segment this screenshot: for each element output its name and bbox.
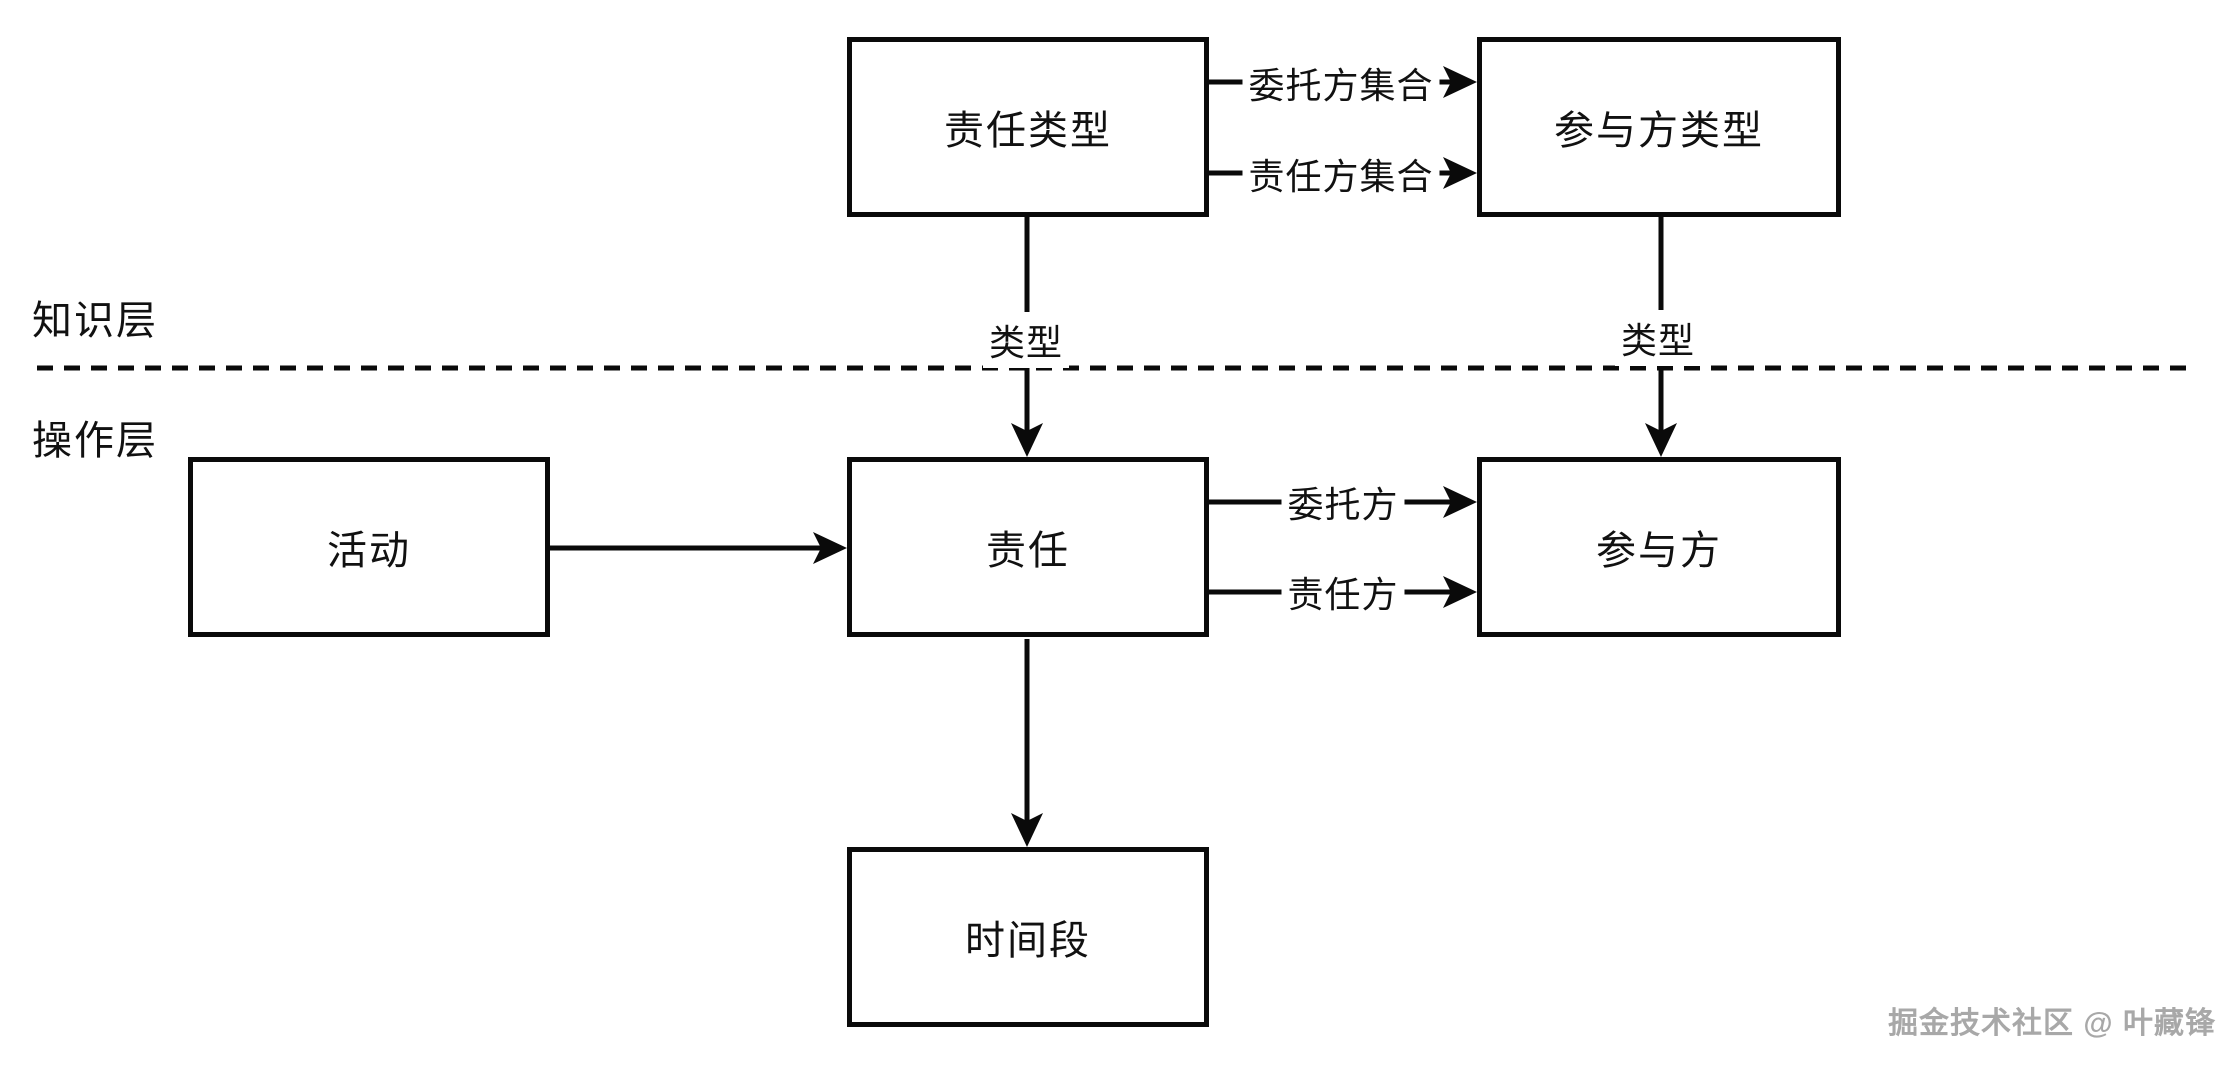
node-responsibility-type-label: 责任类型 [944,109,1112,153]
edge-activity-responsibility-arrowhead-icon [813,532,847,564]
operation-layer-label: 操作层 [32,419,158,463]
node-activity-label: 活动 [327,529,411,573]
edge-responsible-set-arrowhead-icon [1443,157,1477,189]
edge-delegator-arrowhead-icon [1443,486,1477,518]
node-responsibility: 责任 [847,457,1209,637]
node-activity: 活动 [188,457,550,637]
knowledge-layer-label: 知识层 [32,299,158,343]
edge-label-delegator: 委托方 [1281,474,1405,530]
edge-type-left-arrowhead-icon [1011,423,1043,457]
node-time-period: 时间段 [847,847,1209,1027]
node-party: 参与方 [1477,457,1841,637]
edge-responsible-arrowhead-icon [1443,576,1477,608]
edge-delegator-set-arrowhead-icon [1443,66,1477,98]
edge-responsibility-time-arrowhead-icon [1011,813,1043,847]
watermark-text: 掘金技术社区 @ 叶藏锋 [1888,1007,2216,1040]
node-party-label: 参与方 [1596,529,1722,573]
node-party-type-label: 参与方类型 [1554,109,1764,153]
edge-label-delegator-set: 委托方集合 [1242,55,1440,111]
edge-label-responsible-set: 责任方集合 [1242,146,1440,202]
node-time-period-label: 时间段 [965,919,1091,963]
node-responsibility-label: 责任 [986,529,1070,573]
edge-label-type-right: 类型 [1614,310,1702,366]
edge-label-responsible: 责任方 [1281,564,1405,620]
node-party-type: 参与方类型 [1477,37,1841,217]
edge-label-type-left: 类型 [982,312,1070,368]
edge-type-right-arrowhead-icon [1645,423,1677,457]
node-responsibility-type: 责任类型 [847,37,1209,217]
